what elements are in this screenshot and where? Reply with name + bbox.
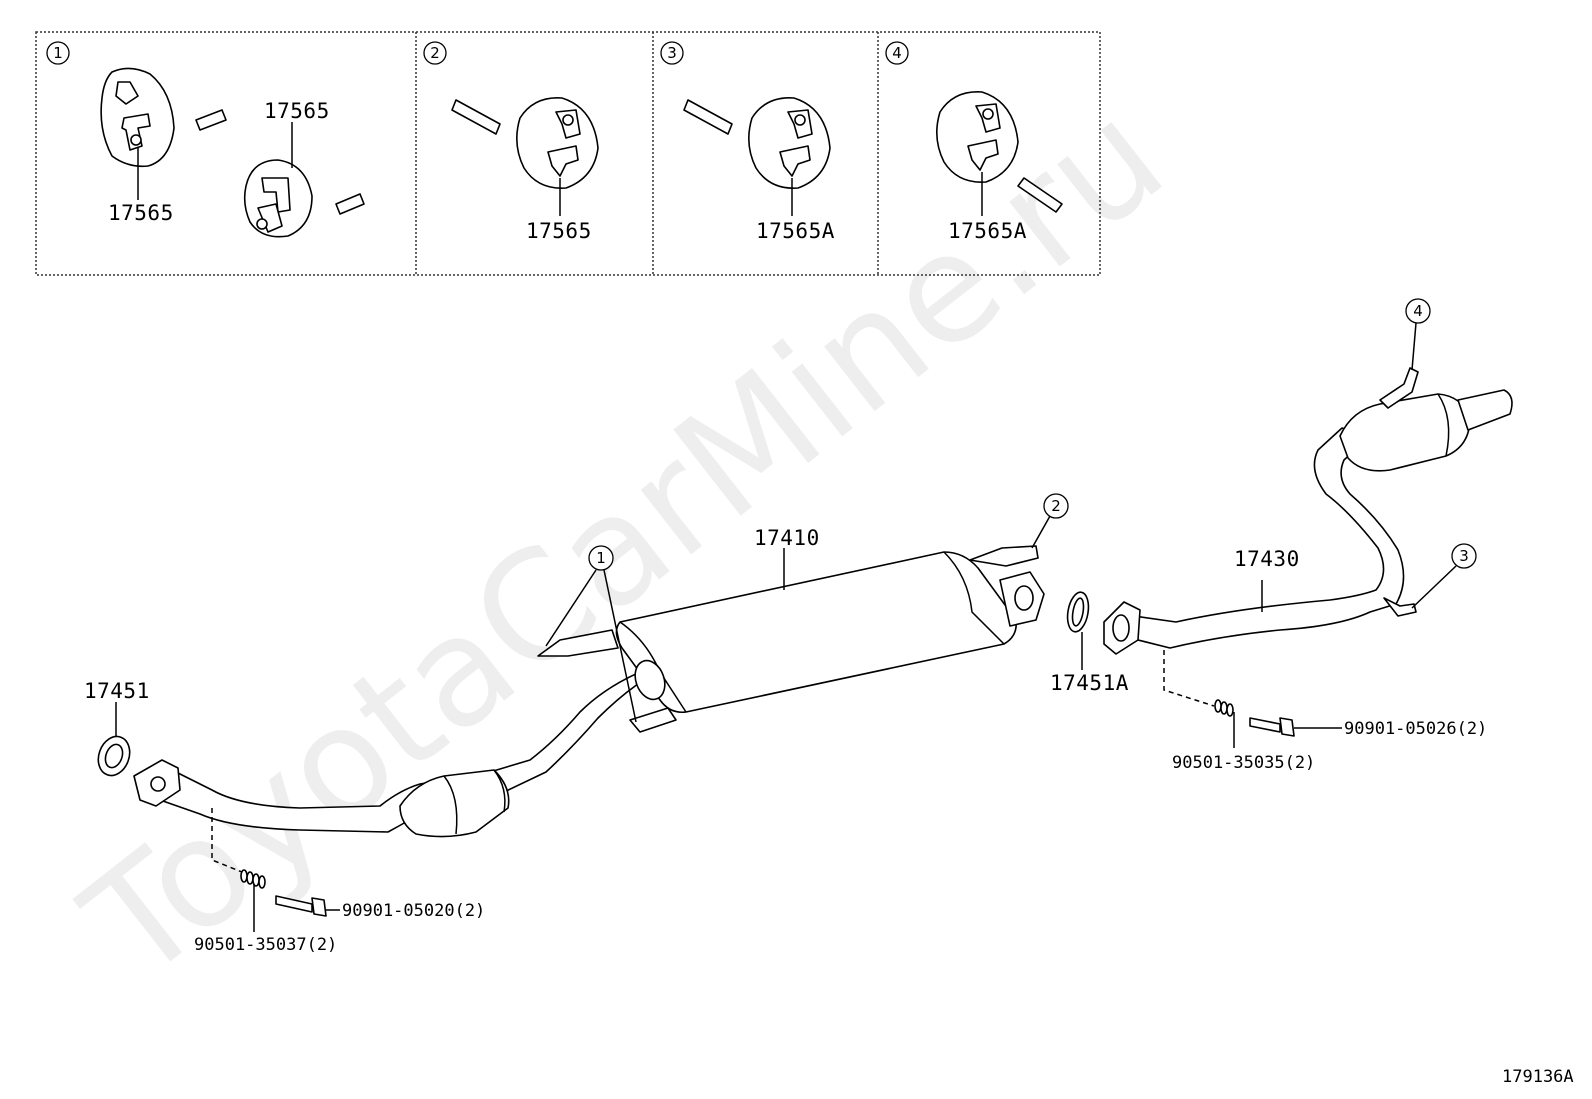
callout-number: 1: [596, 549, 606, 567]
panel-1-number: 1: [53, 44, 63, 62]
diagram-code: 179136A: [1502, 1067, 1574, 1087]
rear-gasket: [1066, 591, 1090, 633]
callout-number: 4: [1413, 302, 1423, 320]
part-label: 17565: [108, 201, 174, 225]
label-spring-front: 90501-35037(2): [194, 935, 337, 955]
callout-1: 1: [545, 545, 637, 723]
coil-spring-icon: [240, 869, 266, 889]
rubber-insulator-icon: [936, 91, 1019, 183]
inset-panel-3: 3 17565A: [660, 41, 835, 243]
part-label: 17565: [526, 219, 592, 243]
rubber-insulator-icon: [243, 159, 313, 238]
label-front-gasket: 17451: [84, 679, 150, 703]
front-bolt-and-spring: [211, 808, 327, 917]
inset-panel-1: 1 17565 17565: [46, 41, 365, 238]
label-bolt-rear: 90901-05026(2): [1344, 719, 1487, 739]
front-gasket: [97, 735, 131, 777]
label-bolt-front: 90901-05020(2): [342, 901, 485, 921]
panel-4-number: 4: [892, 44, 902, 62]
hanger-rod-icon: [195, 109, 227, 131]
hanger-rod-icon: [1017, 177, 1063, 213]
label-rear-gasket: 17451A: [1050, 671, 1129, 695]
rear-bolt-and-spring: [1163, 650, 1295, 737]
bolt-icon: [1249, 717, 1295, 737]
hanger-rod-icon: [451, 99, 501, 135]
rubber-insulator-icon: [748, 97, 831, 189]
panel-3-number: 3: [667, 44, 677, 62]
hanger-rod-icon: [335, 193, 365, 215]
callout-number: 3: [1459, 547, 1469, 565]
rubber-insulator-icon: [516, 97, 599, 189]
panel-2-number: 2: [430, 44, 440, 62]
callout-3: 3: [1411, 543, 1477, 609]
label-tail-pipe: 17430: [1234, 547, 1300, 571]
watermark: ToyotaCarMine.ru: [54, 69, 1195, 1013]
part-label: 17565A: [756, 219, 835, 243]
coil-spring-icon: [1214, 699, 1234, 717]
inset-panel-2: 2 17565: [423, 41, 599, 243]
callout-4: 4: [1405, 298, 1431, 371]
rubber-insulator-icon: [100, 67, 175, 168]
callout-number: 2: [1051, 497, 1061, 515]
callout-2: 2: [1031, 493, 1069, 549]
inset-panel-4: 4 17565A: [885, 41, 1063, 243]
part-label: 17565A: [948, 219, 1027, 243]
tail-pipe-assembly: [1103, 367, 1513, 655]
label-center-muffler: 17410: [754, 526, 820, 550]
insulator-inset-box: [35, 31, 1101, 276]
hanger-rod-icon: [683, 99, 733, 135]
bolt-icon: [275, 895, 327, 917]
label-spring-rear: 90501-35035(2): [1172, 753, 1315, 773]
part-label: 17565: [264, 99, 330, 123]
